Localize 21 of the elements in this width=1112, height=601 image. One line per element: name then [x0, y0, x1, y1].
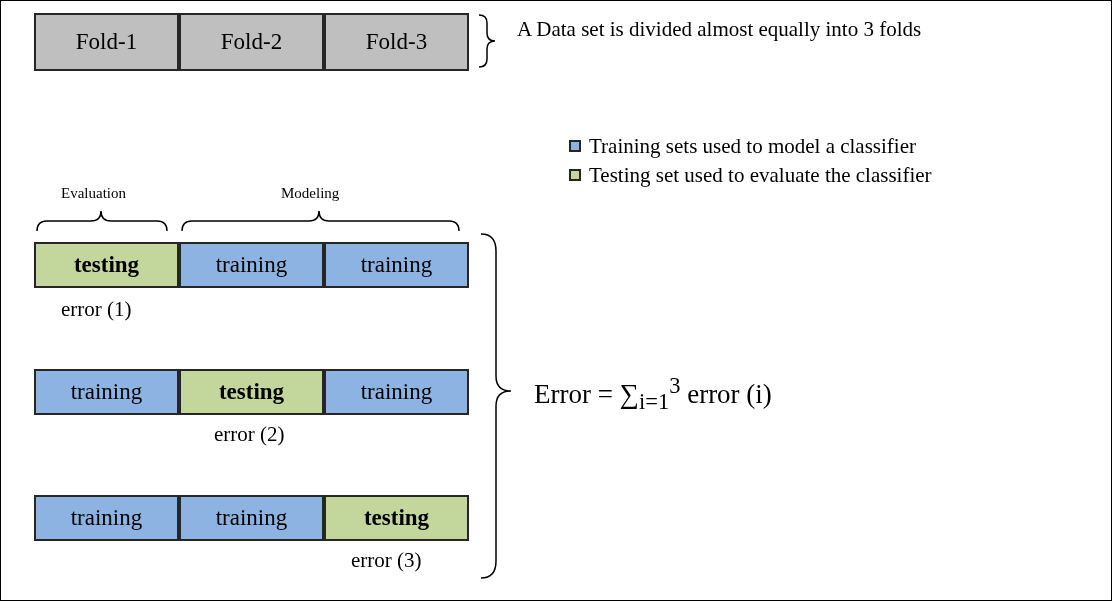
fold-box: Fold-3 — [324, 13, 469, 71]
fold-box: Fold-2 — [179, 13, 324, 71]
formula-text: Error = ∑$_{i=1}$$^{3}$ error (i) — [534, 373, 772, 416]
testing-box: testing — [179, 369, 324, 415]
testing-box: testing — [34, 242, 179, 288]
training-box: training — [179, 495, 324, 541]
training-box: training — [324, 369, 469, 415]
group-label: Modeling — [281, 185, 340, 202]
training-box: training — [34, 369, 179, 415]
error-label: error (2) — [214, 422, 285, 447]
error-label: error (1) — [61, 297, 132, 322]
legend-text: Training sets used to model a classifier — [589, 134, 916, 159]
fold-box: Fold-1 — [34, 13, 179, 71]
training-box: training — [324, 242, 469, 288]
training-box: training — [34, 495, 179, 541]
testing-box: testing — [324, 495, 469, 541]
error-label: error (3) — [351, 548, 422, 573]
group-label: Evaluation — [61, 185, 126, 202]
legend-text: Testing set used to evaluate the classifier — [589, 163, 932, 188]
description-text: A Data set is divided almost equally into 3 folds — [517, 17, 922, 42]
training-box: training — [179, 242, 324, 288]
